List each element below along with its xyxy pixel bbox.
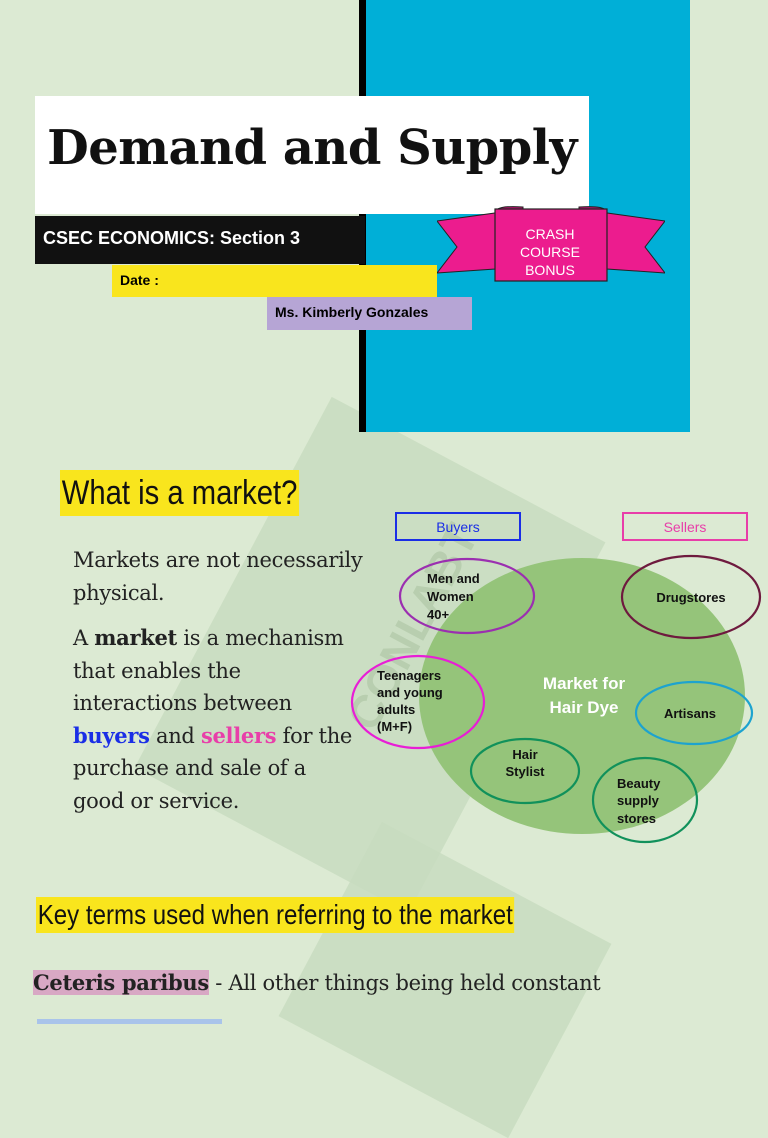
sellers-label: Sellers <box>664 519 707 535</box>
teacher-bar <box>267 297 472 330</box>
page-title: Demand and Supply <box>47 120 577 176</box>
seller-label: Hair <box>512 747 537 762</box>
seller-ellipse-hair-stylist <box>469 737 581 805</box>
ribbon-line: BONUS <box>525 262 575 278</box>
course-bar <box>35 216 365 264</box>
sellers-term: sellers <box>200 722 277 748</box>
key-terms-heading: Key terms used when referring to the mar… <box>36 897 515 933</box>
seller-ellipse-drugstores <box>620 554 762 640</box>
crash-course-ribbon <box>437 206 665 282</box>
buyer-ellipse-teenagers <box>350 654 486 750</box>
buyers-box <box>395 512 521 541</box>
date-bar <box>112 265 437 297</box>
seller-label: Beauty <box>617 776 661 791</box>
market-paragraph-2: A market is a mechanism that enables the… <box>73 622 363 817</box>
buyer-label: Men and <box>427 571 480 586</box>
market-paragraph-1: Markets are not necessarily physical. <box>73 548 363 605</box>
buyers-term: buyers <box>73 722 150 748</box>
next-term-highlight <box>37 1019 222 1024</box>
center-line-1: Market for <box>543 674 626 693</box>
ribbon-line: CRASH <box>525 226 575 242</box>
seller-label: supply <box>617 793 660 808</box>
seller-label: stores <box>617 811 656 826</box>
seller-ellipse-beauty-supply <box>591 756 699 844</box>
teacher-name: Ms. Kimberly Gonzales <box>275 304 429 320</box>
ceteris-paribus-term: Ceteris paribus <box>33 970 209 995</box>
buyer-label: and young <box>377 685 443 700</box>
seller-label: Drugstores <box>656 590 725 605</box>
para-text: is a mechanism that enables the interact… <box>73 626 344 715</box>
market-heading: What is a market? <box>60 470 300 516</box>
para-text: A <box>73 626 95 650</box>
buyer-label: adults <box>377 702 415 717</box>
buyer-ellipse-men-women <box>398 557 536 635</box>
seller-label: Stylist <box>505 764 545 779</box>
para-text: for the purchase and sale of a good or s… <box>73 723 353 813</box>
seller-ellipse-artisans <box>634 680 754 746</box>
buyers-label: Buyers <box>436 519 480 535</box>
market-diagram: Buyers Sellers Market for Hair Dye Men a… <box>350 512 762 844</box>
buyer-label: (M+F) <box>377 719 412 734</box>
center-line-2: Hair Dye <box>550 698 619 717</box>
sellers-box <box>622 512 748 541</box>
date-label: Date : <box>120 272 159 288</box>
seller-label: Artisans <box>664 706 716 721</box>
course-label: CSEC ECONOMICS: Section 3 <box>43 228 301 248</box>
para-text: and <box>149 723 201 748</box>
ribbon-line: COURSE <box>520 244 580 260</box>
title-box <box>35 96 589 214</box>
ceteris-paribus-definition: - All other things being held constant <box>208 971 601 995</box>
ribbon-text: CRASH COURSE BONUS <box>495 225 605 279</box>
buyer-label: Teenagers <box>377 668 441 683</box>
buyer-label: Women <box>427 589 474 604</box>
market-term: market <box>94 625 177 650</box>
buyer-label: 40+ <box>427 607 449 622</box>
ceteris-paribus-line: Ceteris paribus - All other things being… <box>33 970 601 995</box>
